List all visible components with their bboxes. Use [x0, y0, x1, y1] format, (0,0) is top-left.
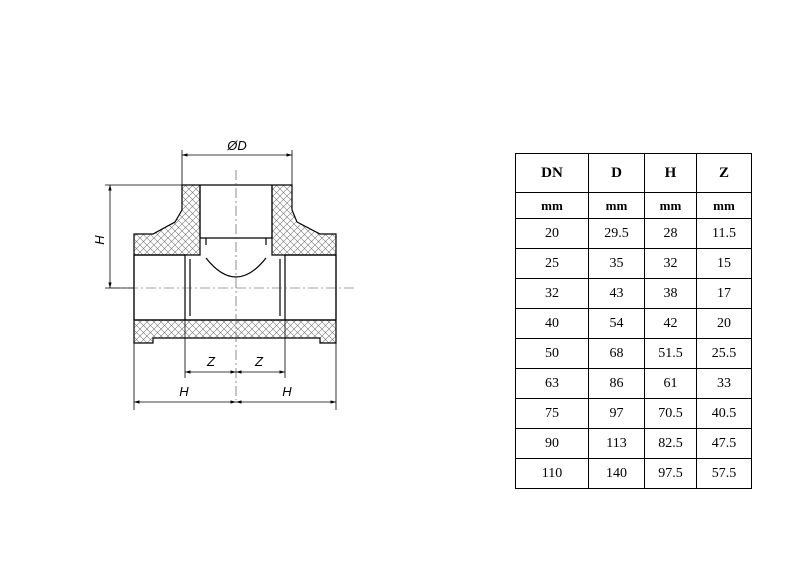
- label-height-left: H: [92, 235, 107, 245]
- cell-dn: 40: [515, 308, 589, 339]
- cell-d: 86: [588, 368, 645, 399]
- label-h-bottom-left: H: [179, 384, 189, 399]
- cell-dn: 25: [515, 248, 589, 279]
- cell-d: 68: [588, 338, 645, 369]
- unit-h: mm: [644, 192, 697, 219]
- header-h: H: [644, 153, 697, 193]
- cell-h: 42: [644, 308, 697, 339]
- table-units-row: mm mm mm mm: [515, 192, 752, 219]
- cell-z: 11.5: [696, 218, 752, 249]
- table-row: 50 68 51.5 25.5: [515, 338, 752, 369]
- dimension-height-bottom: [133, 343, 337, 410]
- dimension-diameter: [181, 150, 293, 185]
- cell-dn: 50: [515, 338, 589, 369]
- unit-dn: mm: [515, 192, 589, 219]
- cell-z: 33: [696, 368, 752, 399]
- header-d: D: [588, 153, 645, 193]
- table-header-row: DN D H Z: [515, 153, 752, 193]
- cell-h: 70.5: [644, 398, 697, 429]
- cell-h: 82.5: [644, 428, 697, 459]
- table-row: 75 97 70.5 40.5: [515, 398, 752, 429]
- cell-d: 140: [588, 458, 645, 489]
- label-z-right: Z: [254, 354, 264, 369]
- header-dn: DN: [515, 153, 589, 193]
- cell-dn: 90: [515, 428, 589, 459]
- label-diameter: ØD: [226, 138, 247, 153]
- unit-d: mm: [588, 192, 645, 219]
- unit-z: mm: [696, 192, 752, 219]
- cell-dn: 63: [515, 368, 589, 399]
- cell-d: 43: [588, 278, 645, 309]
- header-z: Z: [696, 153, 752, 193]
- label-z-left: Z: [206, 354, 216, 369]
- table-row: 63 86 61 33: [515, 368, 752, 399]
- cell-d: 35: [588, 248, 645, 279]
- cell-z: 57.5: [696, 458, 752, 489]
- cell-dn: 75: [515, 398, 589, 429]
- cell-dn: 20: [515, 218, 589, 249]
- dimension-table: DN D H Z mm mm mm mm 20 29.5 28 11.5 25 …: [515, 153, 752, 489]
- label-h-bottom-right: H: [282, 384, 292, 399]
- cell-h: 38: [644, 278, 697, 309]
- cell-h: 32: [644, 248, 697, 279]
- table-row: 20 29.5 28 11.5: [515, 218, 752, 249]
- cell-z: 20: [696, 308, 752, 339]
- cell-z: 25.5: [696, 338, 752, 369]
- cell-d: 29.5: [588, 218, 645, 249]
- table-row: 90 113 82.5 47.5: [515, 428, 752, 459]
- cell-dn: 110: [515, 458, 589, 489]
- table-row: 25 35 32 15: [515, 248, 752, 279]
- tee-wall-section: [133, 184, 337, 344]
- cell-z: 40.5: [696, 398, 752, 429]
- cell-z: 17: [696, 278, 752, 309]
- table-row: 32 43 38 17: [515, 278, 752, 309]
- cell-h: 28: [644, 218, 697, 249]
- cell-h: 51.5: [644, 338, 697, 369]
- cell-d: 113: [588, 428, 645, 459]
- cell-d: 54: [588, 308, 645, 339]
- center-lines: [110, 170, 356, 400]
- cell-h: 97.5: [644, 458, 697, 489]
- cell-d: 97: [588, 398, 645, 429]
- cell-h: 61: [644, 368, 697, 399]
- cell-dn: 32: [515, 278, 589, 309]
- tee-bore: [133, 185, 337, 321]
- cell-z: 15: [696, 248, 752, 279]
- dimension-z: [184, 320, 286, 378]
- table-row: 110 140 97.5 57.5: [515, 458, 752, 489]
- cell-z: 47.5: [696, 428, 752, 459]
- dimension-height-left: [105, 184, 182, 289]
- table-row: 40 54 42 20: [515, 308, 752, 339]
